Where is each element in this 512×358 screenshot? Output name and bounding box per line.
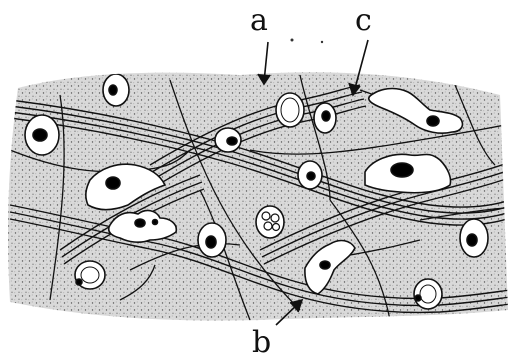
label-c: c [355, 3, 372, 38]
round-cell [276, 93, 304, 127]
fibroblast [365, 154, 451, 192]
arrow-a [258, 42, 270, 84]
round-cell [256, 206, 284, 238]
label-a: a [250, 3, 268, 38]
round-cell [198, 223, 226, 257]
round-cell [25, 115, 59, 155]
round-cell [103, 74, 129, 106]
round-cell [75, 261, 105, 289]
round-cell [314, 103, 336, 133]
label-b: b [252, 325, 271, 358]
round-cell [460, 219, 488, 257]
stray-marks [291, 39, 324, 44]
round-cell [414, 279, 442, 309]
round-cell [215, 128, 241, 152]
round-cell [298, 161, 322, 189]
